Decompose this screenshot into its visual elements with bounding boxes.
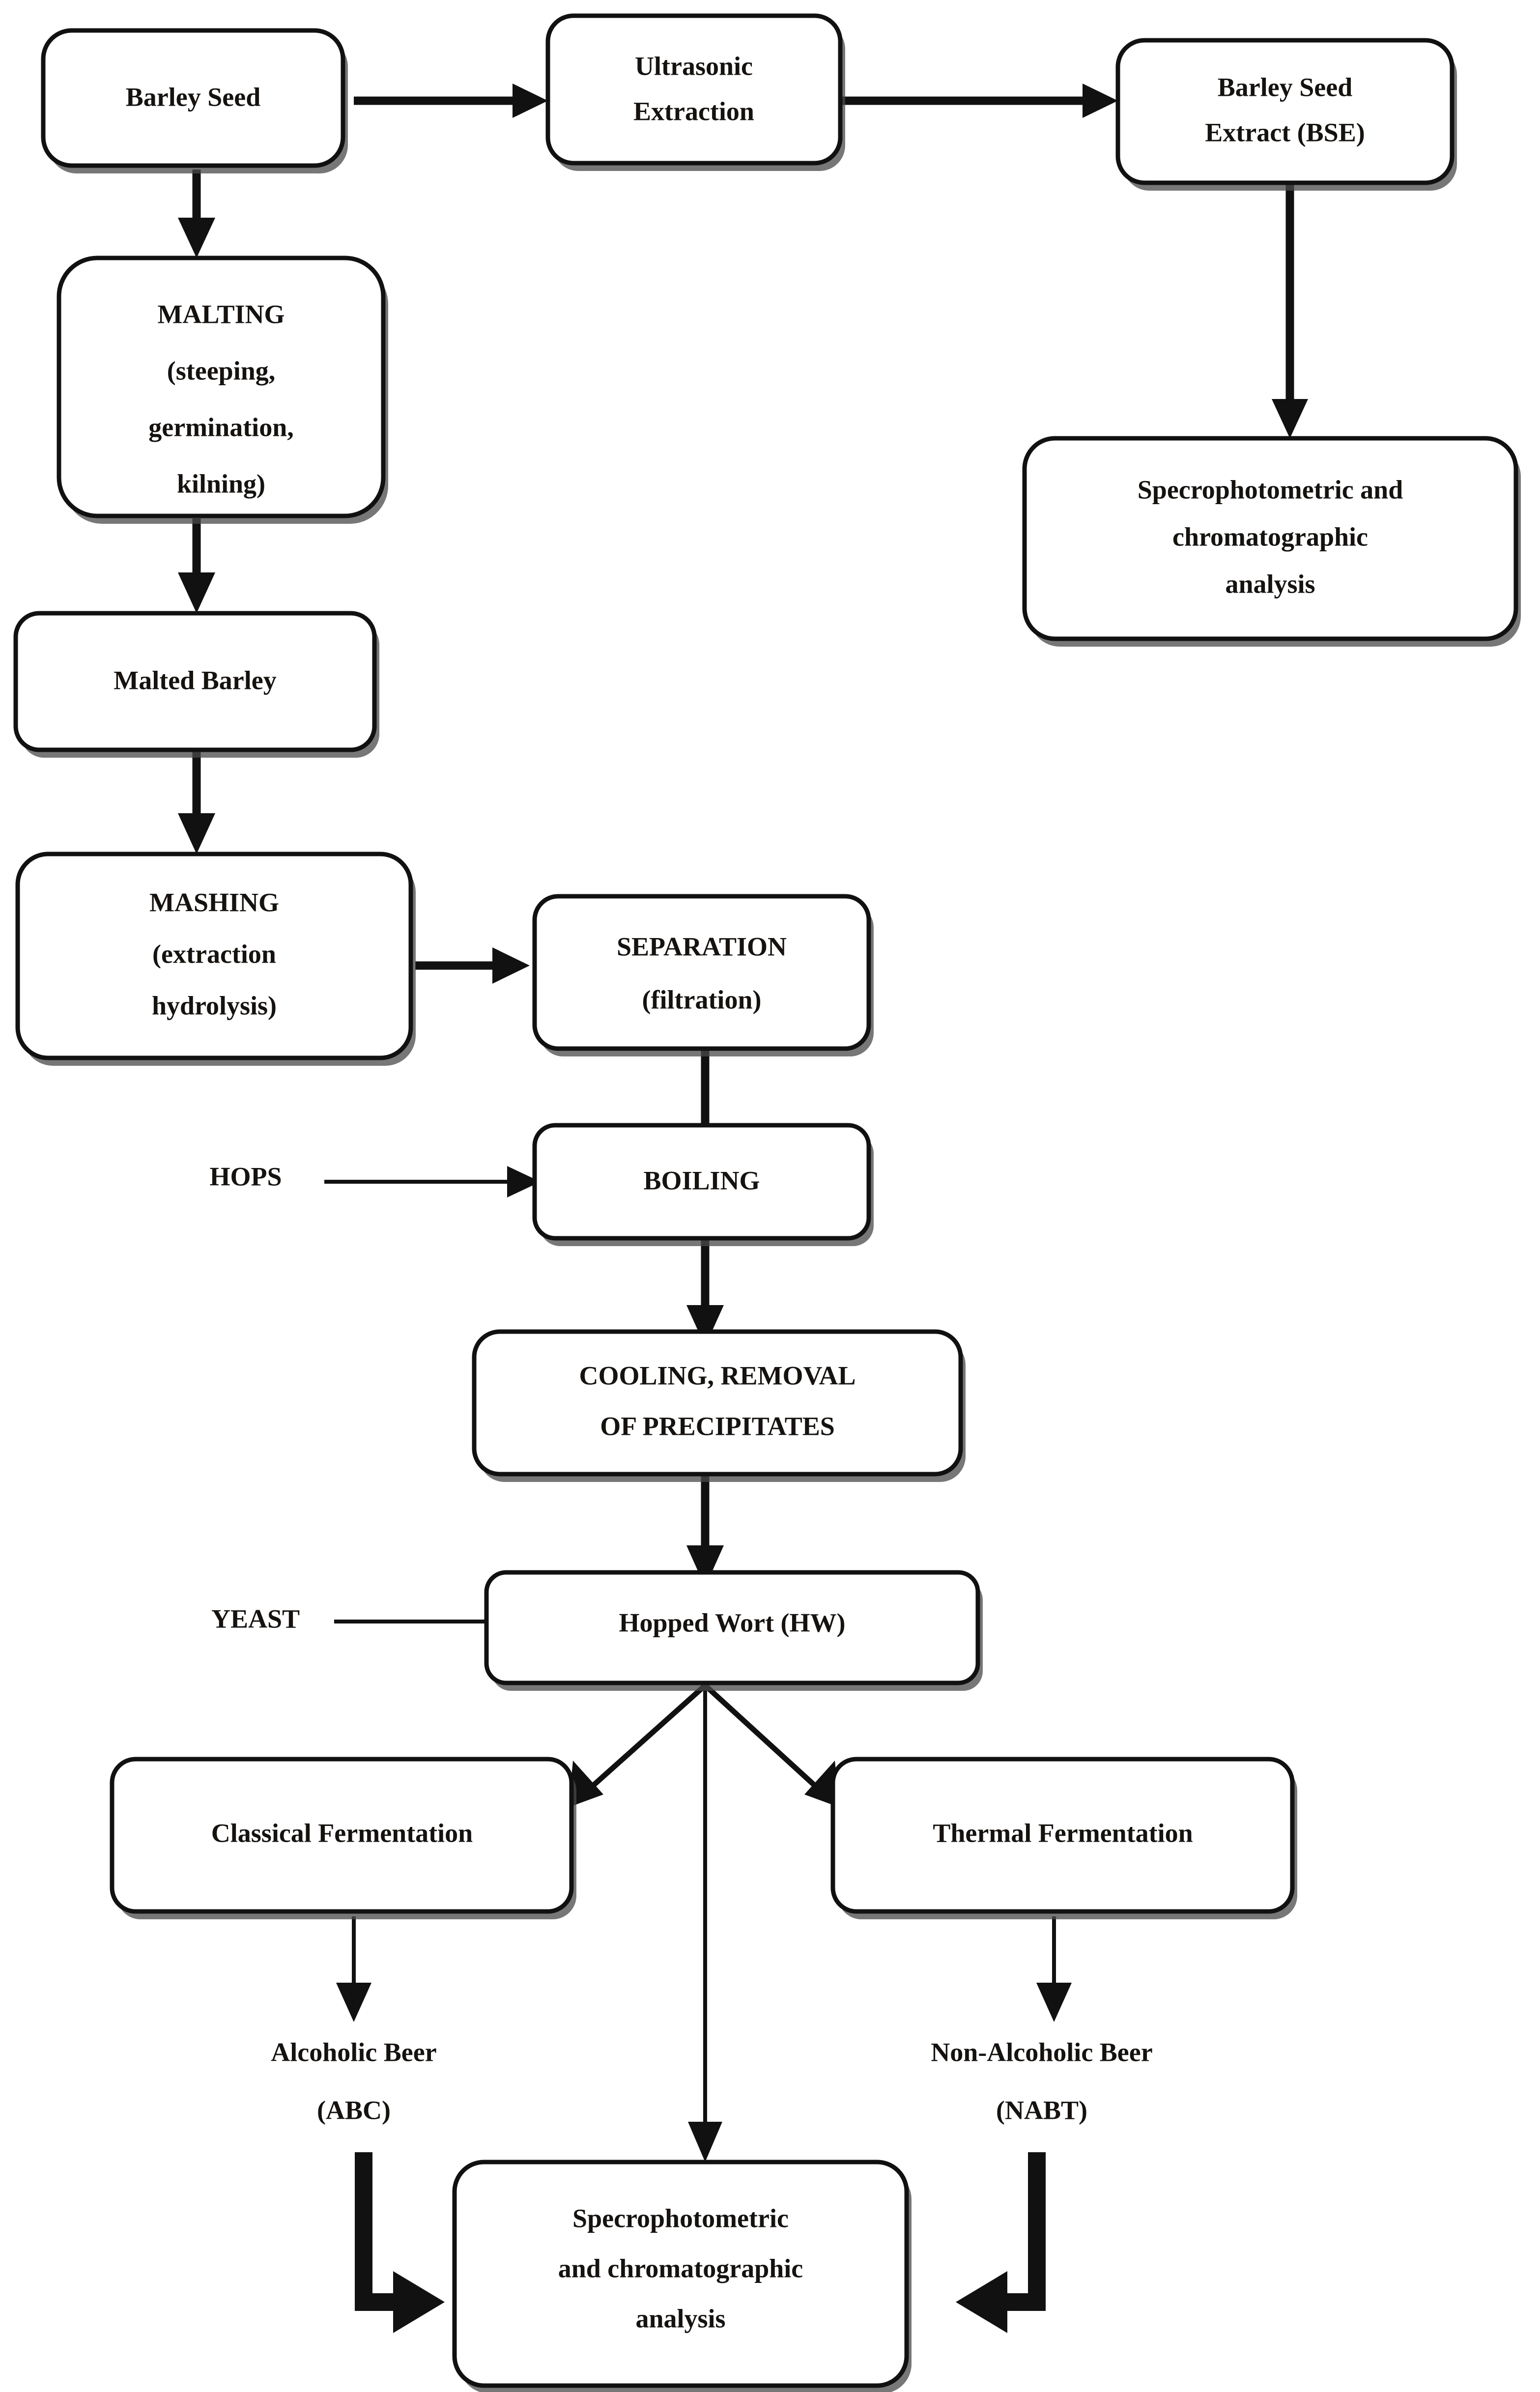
label-hops: HOPS [209, 1162, 282, 1191]
node-label-mashing-line1: MASHING [149, 887, 279, 917]
node-label-ultrasonic-line2: Extraction [633, 96, 754, 126]
edge-hoppedwort-to-analysis-bottom [688, 1685, 722, 2162]
node-label-barley-seed: Barley Seed [126, 82, 260, 112]
node-barley-seed-extract[interactable]: Barley Seed Extract (BSE) [1115, 38, 1457, 191]
node-hopped-wort[interactable]: Hopped Wort (HW) [484, 1570, 983, 1691]
edge-abc-to-analysis-bottom [355, 2152, 445, 2333]
edge-bse-to-analysis-top [1272, 179, 1308, 438]
label-non-alcoholic-beer: Non-Alcoholic Beer (NABT) [931, 2037, 1152, 2125]
label-yeast: YEAST [211, 1604, 300, 1633]
edge-mashing-to-separation [415, 947, 530, 984]
label-nabt-line2: (NABT) [996, 2095, 1087, 2125]
label-abc-line1: Alcoholic Beer [271, 2037, 436, 2067]
node-cooling[interactable]: COOLING, REMOVAL OF PRECIPITATES [472, 1329, 966, 1482]
node-label-classical-fermentation: Classical Fermentation [211, 1818, 473, 1848]
node-label-malting-line4: kilning) [177, 469, 265, 498]
node-label-malting-line1: MALTING [157, 299, 285, 329]
node-label-malting-line3: germination, [148, 412, 293, 442]
node-label-analysis-bottom-line3: analysis [635, 2304, 725, 2333]
edge-hops-to-boiling [324, 1166, 541, 1197]
node-label-mashing-line3: hydrolysis) [152, 991, 277, 1020]
edge-malting-to-maltedbarley [178, 518, 215, 613]
node-separation[interactable]: SEPARATION (filtration) [532, 894, 874, 1056]
edge-ultrasonic-to-bse [838, 84, 1118, 118]
node-label-malted-barley: Malted Barley [114, 665, 276, 695]
edge-boiling-to-cooling [686, 1233, 724, 1346]
node-analysis-top[interactable]: Specrophotometric and chromatographic an… [1022, 436, 1521, 647]
label-alcoholic-beer: Alcoholic Beer (ABC) [271, 2037, 436, 2125]
node-barley-seed[interactable]: Barley Seed [41, 28, 348, 173]
node-label-separation-line2: (filtration) [642, 985, 762, 1014]
node-label-boiling: BOILING [643, 1166, 760, 1195]
node-label-bse-line1: Barley Seed [1218, 72, 1352, 102]
edge-thermal-to-nabt [1036, 1916, 1072, 2022]
edge-barleyseed-to-malting [178, 170, 215, 258]
node-label-mashing-line2: (extraction [152, 939, 276, 968]
node-malting[interactable]: MALTING (steeping, germination, kilning) [57, 256, 388, 524]
node-ultrasonic-extraction[interactable]: Ultrasonic Extraction [545, 13, 845, 171]
node-malted-barley[interactable]: Malted Barley [13, 611, 379, 758]
node-label-cooling-line2: OF PRECIPITATES [600, 1411, 835, 1441]
node-label-thermal-fermentation: Thermal Fermentation [933, 1818, 1193, 1848]
node-mashing[interactable]: MASHING (extraction hydrolysis) [15, 852, 416, 1066]
node-boiling[interactable]: BOILING [532, 1123, 874, 1246]
node-label-analysis-bottom-line2: and chromatographic [558, 2253, 803, 2283]
node-label-cooling-line1: COOLING, REMOVAL [579, 1361, 856, 1390]
edge-nabt-to-analysis-bottom [956, 2152, 1046, 2333]
node-classical-fermentation[interactable]: Classical Fermentation [110, 1757, 576, 1919]
node-label-analysis-top-line1: Specrophotometric and [1138, 475, 1403, 504]
label-nabt-line1: Non-Alcoholic Beer [931, 2037, 1152, 2067]
node-label-analysis-bottom-line1: Specrophotometric [572, 2203, 789, 2233]
edge-hoppedwort-to-classical [569, 1683, 707, 1807]
node-label-separation-line1: SEPARATION [617, 932, 787, 961]
node-label-hopped-wort: Hopped Wort (HW) [619, 1608, 845, 1637]
label-abc-line2: (ABC) [317, 2095, 391, 2125]
edge-hoppedwort-to-thermal [703, 1683, 839, 1807]
node-label-bse-line2: Extract (BSE) [1205, 117, 1365, 147]
edge-classical-to-abc [336, 1916, 371, 2022]
node-label-malting-line2: (steeping, [167, 356, 275, 385]
node-label-analysis-top-line2: chromatographic [1172, 522, 1368, 551]
node-label-ultrasonic-line1: Ultrasonic [635, 51, 753, 81]
node-thermal-fermentation[interactable]: Thermal Fermentation [830, 1757, 1297, 1919]
node-analysis-bottom[interactable]: Specrophotometric and chromatographic an… [452, 2160, 912, 2392]
node-label-analysis-top-line3: analysis [1225, 569, 1315, 598]
edge-barleyseed-to-ultrasonic [354, 84, 548, 118]
edge-maltedbarley-to-mashing [178, 752, 215, 854]
